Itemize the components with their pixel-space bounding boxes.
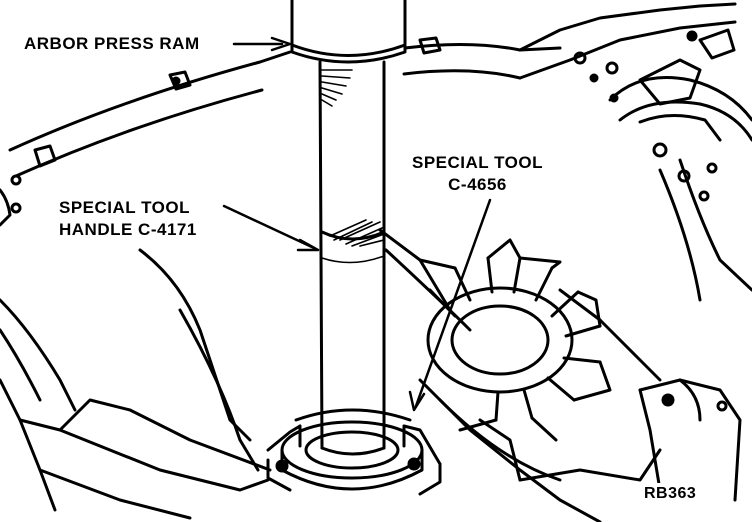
- handle-callout-line1: SPECIAL TOOL: [59, 198, 191, 217]
- arbor-press-ram-text: ARBOR PRESS RAM: [24, 34, 200, 53]
- handle-callout-line2: HANDLE C-4171: [59, 220, 197, 239]
- splined-hub: [418, 238, 612, 442]
- case-bolt-bosses: [10, 28, 736, 214]
- case-interior: [138, 228, 662, 522]
- tool-callout-line2: C-4656: [448, 175, 507, 194]
- tool-callout-label: SPECIAL TOOL C-4656: [410, 152, 546, 196]
- figure-code-text: RB363: [644, 485, 697, 502]
- leader-lines: [222, 36, 492, 412]
- installer-tool: [266, 408, 442, 496]
- tool-handle-shaft: [318, 60, 386, 456]
- arbor-press-ram: [290, 0, 407, 64]
- lower-right-bracket: [638, 378, 742, 502]
- tool-callout-line1: SPECIAL TOOL: [412, 153, 544, 172]
- figure-code: RB363: [642, 483, 699, 505]
- handle-callout-label: SPECIAL TOOL HANDLE C-4171: [57, 197, 199, 241]
- arbor-press-ram-label: ARBOR PRESS RAM: [22, 33, 202, 55]
- shaft-shading: [321, 69, 385, 247]
- upper-right-bore: [608, 76, 752, 302]
